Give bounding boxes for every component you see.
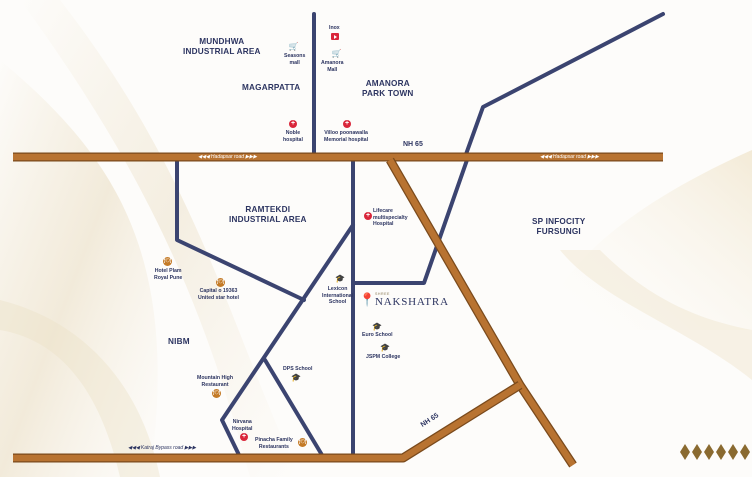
background-swirl <box>0 300 160 477</box>
road-ramtekdi-west <box>175 158 306 302</box>
background-swirl <box>0 60 158 477</box>
hospital-icon: + <box>343 120 351 128</box>
poi-inox-label: Inox <box>329 25 340 31</box>
restaurant-icon: 🍽 <box>212 389 221 398</box>
graduation-cap-icon: 🎓 <box>291 372 301 382</box>
nh65-label-top: NH 65 <box>403 141 423 148</box>
background-swirl <box>540 150 752 330</box>
hospital-icon: + <box>364 212 372 220</box>
road-lexicon-diagonal <box>220 223 355 457</box>
katraj-bypass-label: ◀◀◀ Katraj Bypass road ▶▶▶ <box>128 445 197 451</box>
restaurant-icon: 🍽 <box>163 257 172 266</box>
area-nibm: NIBM <box>168 337 190 346</box>
road-dps-link <box>263 358 324 457</box>
hadapsar-road-label: ◀◀◀ Hadapsar road ▶▶▶ <box>198 154 257 160</box>
project-subtitle: SHREE <box>375 292 390 296</box>
road-amanora-sp <box>463 12 665 159</box>
hospital-icon: + <box>240 433 248 441</box>
hadapsar-road-label: ◀◀◀ Hadapsar road ▶▶▶ <box>540 154 599 160</box>
graduation-cap-icon: 🎓 <box>372 321 382 331</box>
road-to-nakshatra <box>351 158 469 285</box>
shopping-cart-icon: 🛒 <box>331 49 342 58</box>
area-magarpatta: MAGARPATTA <box>242 83 301 92</box>
highway-katraj <box>13 382 522 462</box>
cinema-icon <box>331 33 339 40</box>
location-pin-icon: 📍 <box>359 292 376 307</box>
project-logo: 📍 SHREE NAKSHATRA <box>359 292 449 308</box>
decorative-diamond-pattern <box>680 444 750 460</box>
poi-jspm-college: JSPM College <box>366 354 401 360</box>
restaurant-icon: 🍽 <box>216 278 225 287</box>
highway-nh65 <box>387 158 576 467</box>
graduation-cap-icon: 🎓 <box>380 342 390 352</box>
project-name: NAKSHATRA <box>375 296 449 308</box>
restaurant-icon: 🍽 <box>298 438 307 447</box>
poi-euro-school: Euro School <box>362 332 393 338</box>
hospital-icon: + <box>289 120 297 128</box>
background-swirl <box>20 0 300 477</box>
background-swirl <box>560 250 752 380</box>
graduation-cap-icon: 🎓 <box>335 273 345 283</box>
shopping-cart-icon: 🛒 <box>288 42 299 51</box>
poi-dps-school: DPS School <box>283 366 313 372</box>
